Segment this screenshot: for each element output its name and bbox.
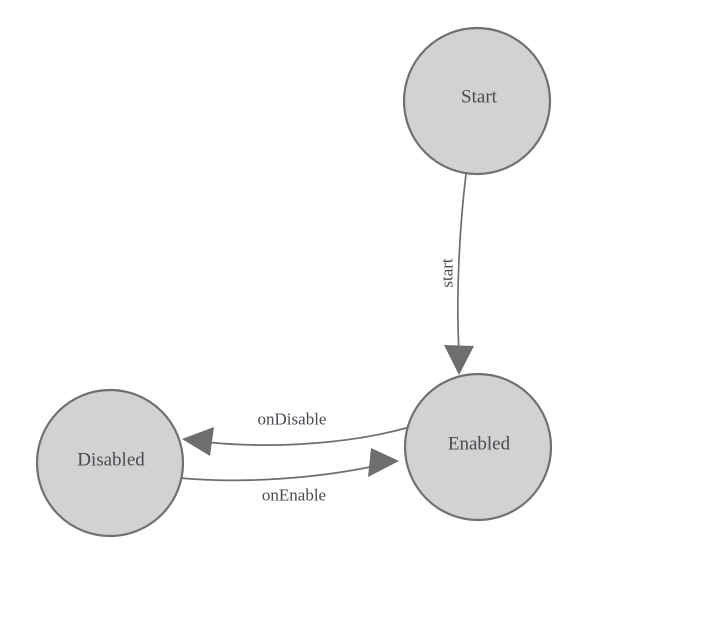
edge-disabled-to-enabled-arrowhead [368,448,399,477]
edge-label-onenable: onEnable [262,486,326,505]
state-node-disabled[interactable]: Disabled [35,388,185,538]
state-node-enabled[interactable]: Enabled [403,372,553,522]
edge-start-to-enabled-path [457,173,467,352]
edge-start-to-enabled-arrowhead [444,345,474,375]
edge-enabled-to-disabled-path [205,426,411,446]
edge-disabled-to-enabled-path [179,465,376,482]
state-node-disabled-label: Disabled [77,450,145,471]
state-node-start-label: Start [461,87,498,108]
state-node-disabled-circle[interactable] [35,388,185,538]
state-node-start[interactable]: Start [402,26,552,176]
edge-enabled-to-disabled[interactable]: onDisable [182,410,411,457]
edge-start-to-enabled[interactable]: start [438,173,475,375]
edge-disabled-to-enabled[interactable]: onEnable [179,448,399,505]
state-node-enabled-label: Enabled [448,434,511,455]
edge-label-start: start [438,258,457,288]
edge-enabled-to-disabled-arrowhead [182,427,214,456]
state-node-start-circle[interactable] [402,26,552,176]
edge-label-ondisable: onDisable [258,410,327,429]
state-node-enabled-circle[interactable] [403,372,553,522]
